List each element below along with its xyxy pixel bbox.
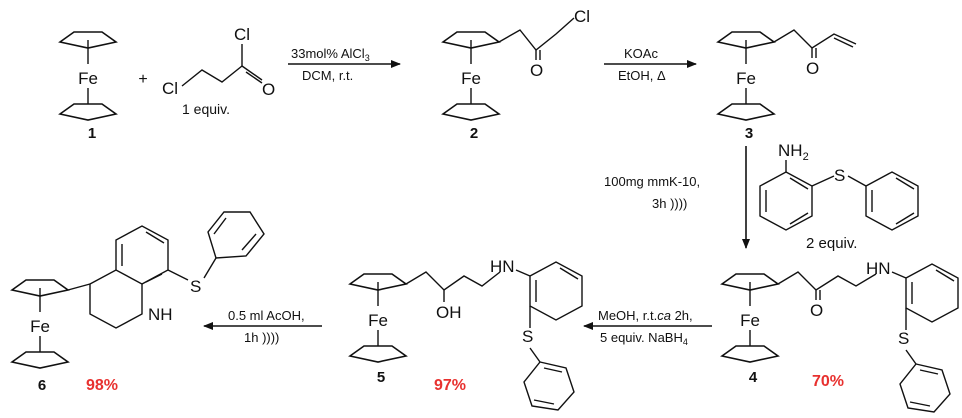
fe-label: Fe: [740, 311, 760, 330]
fe-label: Fe: [461, 69, 481, 88]
step-3-arrow: 100mg mmK-10, 3h )))): [604, 146, 750, 249]
compound-4: Fe: [721, 273, 779, 363]
step-2-below: EtOH, Δ: [618, 68, 666, 83]
compound-4-yield: 70%: [812, 373, 844, 390]
compound-5-yield: 97%: [434, 377, 466, 394]
step-1-below: DCM, r.t.: [302, 68, 353, 83]
tetrahydroquinoline-core: NH S: [67, 211, 265, 329]
compound-5-side-chain: OH HN S: [405, 257, 583, 411]
step-5-above: 0.5 ml AcOH,: [228, 308, 305, 323]
step-3-line1: 100mg mmK-10,: [604, 174, 700, 189]
s-label: S: [898, 329, 909, 348]
hn-label: HN: [866, 259, 891, 278]
compound-1-ferrocene: Fe: [59, 31, 117, 121]
compound-6-number: 6: [38, 377, 46, 394]
compound-6-yield: 98%: [86, 377, 118, 394]
oh-label: OH: [436, 303, 462, 322]
nh-label: NH: [148, 305, 173, 324]
s-label: S: [834, 166, 845, 185]
step-1-arrow: 33mol% AlCl3 DCM, r.t.: [288, 46, 401, 83]
step-4-below: 5 equiv. NaBH4: [600, 330, 688, 347]
hn-label: HN: [490, 257, 515, 276]
step-1-above: 33mol% AlCl3: [291, 46, 370, 63]
compound-1-number: 1: [88, 125, 96, 142]
plus-sign: +: [138, 71, 147, 88]
chloropropionyl-chloride: Cl Cl O 1 equiv.: [162, 25, 275, 117]
reagent-equiv: 1 equiv.: [182, 101, 230, 117]
fe-label: Fe: [78, 69, 98, 88]
step-3-line2: 3h )))): [652, 196, 687, 211]
compound-2-side-chain: O Cl: [498, 7, 590, 80]
compound-4-side-chain: O HN S: [777, 259, 959, 413]
s-label: S: [190, 277, 201, 296]
o-label: O: [806, 59, 819, 78]
acyl-cl-label: Cl: [234, 25, 250, 44]
aminothiophenol-reagent: NH2 S 2 equiv.: [759, 141, 919, 252]
compound-3-side-chain: O: [773, 29, 857, 78]
step-2-arrow: KOAc EtOH, Δ: [604, 46, 697, 83]
step-5-below: 1h )))): [244, 330, 279, 345]
step-4-above: MeOH, r.t.ca 2h,: [598, 308, 693, 323]
fe-label: Fe: [368, 311, 388, 330]
fe-label: Fe: [30, 317, 50, 336]
o-label: O: [530, 61, 543, 80]
aniline-equiv: 2 equiv.: [806, 235, 857, 252]
fe-label: Fe: [736, 69, 756, 88]
compound-3-number: 3: [745, 125, 753, 142]
cl-label: Cl: [574, 7, 590, 26]
o-label: O: [262, 80, 275, 99]
s-label: S: [522, 327, 533, 346]
compound-6: Fe: [11, 279, 69, 369]
compound-5-number: 5: [377, 369, 385, 386]
step-4-arrow: MeOH, r.t.ca 2h, 5 equiv. NaBH4: [583, 308, 712, 347]
o-label: O: [810, 301, 823, 320]
step-2-above: KOAc: [624, 46, 658, 61]
nh2-label: NH2: [778, 141, 809, 163]
compound-3: Fe: [717, 31, 775, 121]
compound-4-number: 4: [749, 369, 758, 386]
compound-2-number: 2: [470, 125, 478, 142]
compound-5: Fe: [349, 273, 407, 363]
compound-2: Fe: [442, 31, 500, 121]
step-5-arrow: 0.5 ml AcOH, 1h )))): [203, 308, 322, 345]
cl-label: Cl: [162, 79, 178, 98]
